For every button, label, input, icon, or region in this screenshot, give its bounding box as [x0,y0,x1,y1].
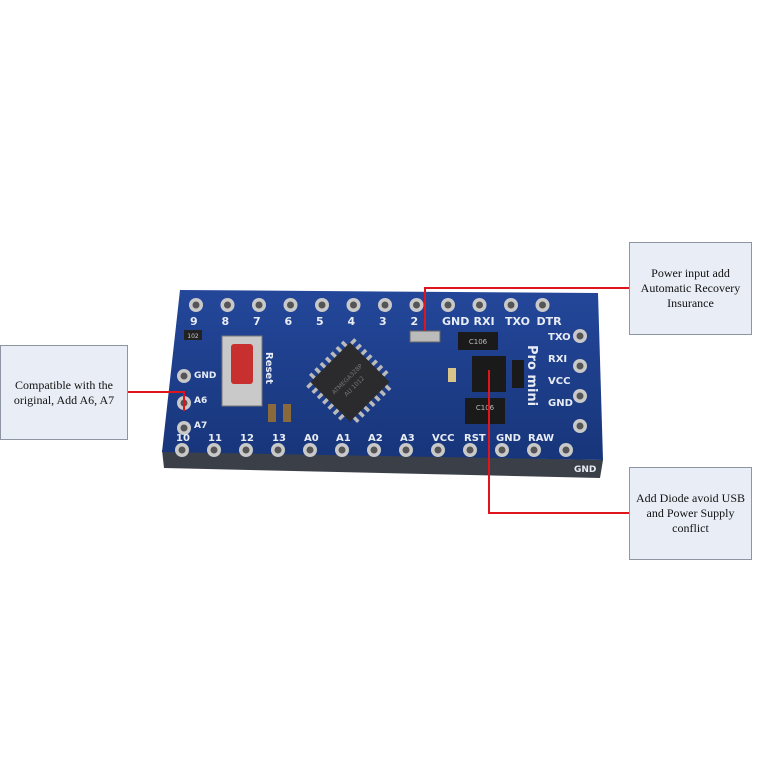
pin-label-top: 4 [348,315,356,328]
pin-label-top: DTR [537,315,563,328]
pin-label-top: RXI [474,315,495,328]
pin-hole [274,446,282,454]
pin-label-bottom: GND [574,465,596,475]
fuse [409,330,441,343]
pin-hole [180,424,188,432]
capacitor-bottom [465,398,505,424]
pin-label-bottom: RAW [528,433,554,444]
callout-diode: Add Diode avoid USB and Power Supply con… [629,467,752,560]
pin-hole [338,446,346,454]
pin-hole [350,301,357,309]
wire-power [425,287,630,289]
smd-cap-2 [283,404,291,422]
pin-label-left: A7 [194,421,207,431]
wire-compatible-drop [183,391,185,411]
pin-hole [192,301,200,309]
pin-label-right: VCC [548,376,570,387]
pin-hole [444,301,452,309]
pin-label-bottom: 10 [176,433,190,444]
pin-hole [287,301,294,309]
pin-hole [370,446,378,454]
pin-hole [255,301,263,309]
wire-power-drop [424,287,426,331]
pin-hole [318,301,326,309]
pin-label-right: RXI [548,354,567,365]
pin-hole [539,301,546,309]
pin-label-top: 2 [411,315,419,328]
pin-hole [381,301,389,309]
diode [512,360,524,388]
pin-label-bottom: A0 [304,433,319,444]
capacitor-top [458,332,498,350]
pin-label-bottom: VCC [432,433,454,444]
pin-label-top: TXO [505,315,530,328]
pin-label-left: A6 [194,396,207,406]
pin-hole [306,446,314,454]
svg-text:C106: C106 [476,404,495,412]
pin-hole [476,301,483,309]
pin-label-top: 6 [285,315,293,328]
pin-label-top: 9 [190,315,198,328]
pin-label-top: 5 [316,315,324,328]
callout-power-input-text: Power input add Automatic Recovery Insur… [640,266,741,310]
pin-label-top: 3 [379,315,387,328]
callout-compatible: Compatible with the original, Add A6, A7 [0,345,128,440]
pin-hole [466,446,474,454]
pin-label-left: GND [194,371,216,381]
pin-label-top: GND [442,315,469,328]
pin-label-bottom: A3 [400,433,415,444]
svg-text:102: 102 [187,333,199,340]
pin-label-bottom: A2 [368,433,383,444]
pin-hole [576,362,584,370]
pin-label-bottom: GND [496,433,521,444]
pin-label-right: TXO [548,332,571,343]
pin-hole [576,392,584,400]
pin-label-bottom: RST [464,433,486,444]
pin-label-bottom: 13 [272,433,286,444]
callout-power-input: Power input add Automatic Recovery Insur… [629,242,752,335]
pin-hole [576,422,584,430]
pin-hole [224,301,231,309]
pcb-edge [162,450,603,478]
resistor [184,330,202,340]
pin-hole [530,446,538,454]
pin-hole [498,446,506,454]
smd-cap-1 [268,404,276,422]
pin-hole [180,372,188,380]
led [448,368,456,382]
pin-label-bottom: A1 [336,433,351,444]
callout-diode-text: Add Diode avoid USB and Power Supply con… [636,491,745,535]
callout-compatible-text: Compatible with the original, Add A6, A7 [13,377,115,407]
pin-label-bottom: 11 [208,433,222,444]
pin-label-top: 7 [253,315,261,328]
wire-diode-drop [488,370,490,514]
pin-hole [210,446,218,454]
pin-label-right: GND [548,398,573,409]
wire-diode [488,512,630,514]
pin-hole [402,446,410,454]
pin-hole [178,446,186,454]
reset-button-cap [231,344,253,384]
svg-text:C106: C106 [469,338,488,346]
board-name: Pro mini [524,345,539,406]
reset-label: Reset [263,352,274,384]
atmega-chip: ATMEGA328P AU 1012 [306,338,392,424]
pin-hole [242,446,250,454]
pin-label-bottom: 12 [240,433,254,444]
pin-hole [576,332,584,340]
pin-label-top: 8 [222,315,230,328]
wire-compatible [127,391,184,393]
pin-hole [562,446,570,454]
pin-hole [434,446,442,454]
pin-hole [507,301,515,309]
pin-hole [413,301,420,309]
